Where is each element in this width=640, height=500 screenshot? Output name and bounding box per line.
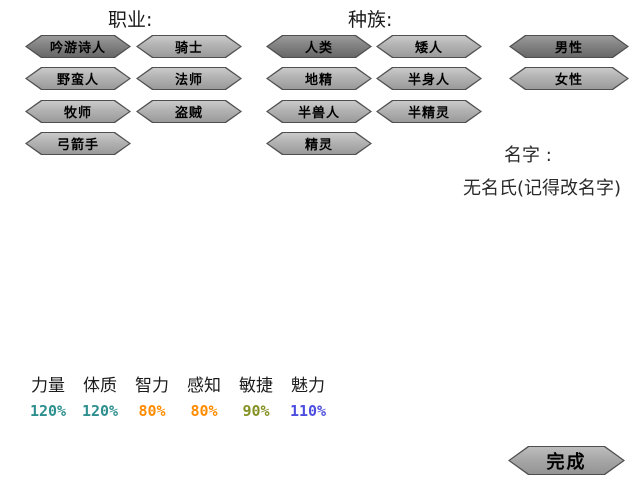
hexagon-fill	[26, 36, 130, 57]
hexagon-fill	[137, 101, 241, 122]
stat-label: 敏捷	[239, 376, 273, 396]
stat-label: 智力	[135, 376, 169, 396]
stat-intelligence: 智力 80%	[126, 371, 178, 420]
stat-value: 120%	[81, 402, 119, 420]
stat-charisma: 魅力 110%	[282, 371, 334, 420]
stat-label: 体质	[83, 376, 117, 396]
profession-option-priest[interactable]: 牧师	[25, 100, 131, 123]
stat-constitution: 体质 120%	[74, 371, 126, 420]
gender-option-male[interactable]: 男性	[509, 35, 629, 58]
race-option-elf[interactable]: 精灵	[266, 132, 372, 155]
hexagon-fill	[510, 36, 628, 57]
button-label: 完成	[546, 451, 587, 473]
button-label: 矮人	[414, 41, 443, 56]
button-label: 地精	[304, 73, 333, 88]
profession-option-mage[interactable]: 法师	[136, 67, 242, 90]
button-label: 半身人	[407, 73, 450, 88]
hexagon-fill	[377, 36, 481, 57]
hexagon-fill	[267, 36, 371, 57]
gender-option-female[interactable]: 女性	[509, 67, 629, 90]
stat-label: 魅力	[291, 376, 325, 396]
stat-agility: 敏捷 90%	[230, 371, 282, 420]
stat-value: 80%	[190, 402, 218, 420]
hexagon-fill	[26, 101, 130, 122]
stat-label: 力量	[31, 376, 65, 396]
race-option-half-elf[interactable]: 半精灵	[376, 100, 482, 123]
profession-option-archer[interactable]: 弓箭手	[25, 132, 131, 155]
profession-section-title: 职业:	[108, 9, 153, 31]
button-label: 法师	[174, 73, 203, 88]
race-option-dwarf[interactable]: 矮人	[376, 35, 482, 58]
hexagon-fill	[267, 133, 371, 154]
race-option-goblin[interactable]: 地精	[266, 67, 372, 90]
hexagon-fill	[510, 68, 628, 89]
hexagon-fill	[377, 68, 481, 89]
button-label: 精灵	[304, 138, 333, 153]
button-label: 吟游诗人	[49, 41, 106, 56]
stat-value: 110%	[289, 402, 327, 420]
hexagon-fill	[26, 68, 130, 89]
name-label: 名字 :	[504, 145, 552, 166]
profession-option-barbarian[interactable]: 野蛮人	[25, 67, 131, 90]
race-option-halfling[interactable]: 半身人	[376, 67, 482, 90]
stat-value: 80%	[138, 402, 166, 420]
button-label: 半兽人	[297, 106, 340, 121]
button-label: 弓箭手	[56, 138, 99, 153]
button-label: 骑士	[174, 41, 203, 56]
race-option-half-orc[interactable]: 半兽人	[266, 100, 372, 123]
stat-value: 120%	[29, 402, 67, 420]
button-label: 女性	[554, 73, 583, 88]
stat-label: 感知	[187, 376, 221, 396]
button-label: 野蛮人	[56, 73, 99, 88]
button-label: 牧师	[63, 106, 92, 121]
race-option-human[interactable]: 人类	[266, 35, 372, 58]
button-label: 男性	[554, 41, 583, 56]
name-value[interactable]: 无名氏(记得改名字)	[463, 178, 622, 199]
stats-panel: 力量 120% 体质 120% 智力 80% 感知 80% 敏捷 90% 魅力 …	[22, 371, 334, 420]
hexagon-fill	[377, 101, 481, 122]
stat-strength: 力量 120%	[22, 371, 74, 420]
hexagon-fill	[509, 447, 624, 474]
hexagon-fill	[26, 133, 130, 154]
hexagon-fill	[137, 36, 241, 57]
profession-option-knight[interactable]: 骑士	[136, 35, 242, 58]
race-section-title: 种族:	[348, 9, 393, 31]
button-label: 人类	[304, 41, 333, 56]
done-button[interactable]: 完成	[508, 446, 625, 475]
button-label: 盗贼	[174, 106, 203, 121]
hexagon-fill	[137, 68, 241, 89]
profession-option-rogue[interactable]: 盗贼	[136, 100, 242, 123]
button-label: 半精灵	[407, 106, 450, 121]
stat-perception: 感知 80%	[178, 371, 230, 420]
hexagon-fill	[267, 101, 371, 122]
hexagon-fill	[267, 68, 371, 89]
profession-option-bard[interactable]: 吟游诗人	[25, 35, 131, 58]
stat-value: 90%	[242, 402, 270, 420]
